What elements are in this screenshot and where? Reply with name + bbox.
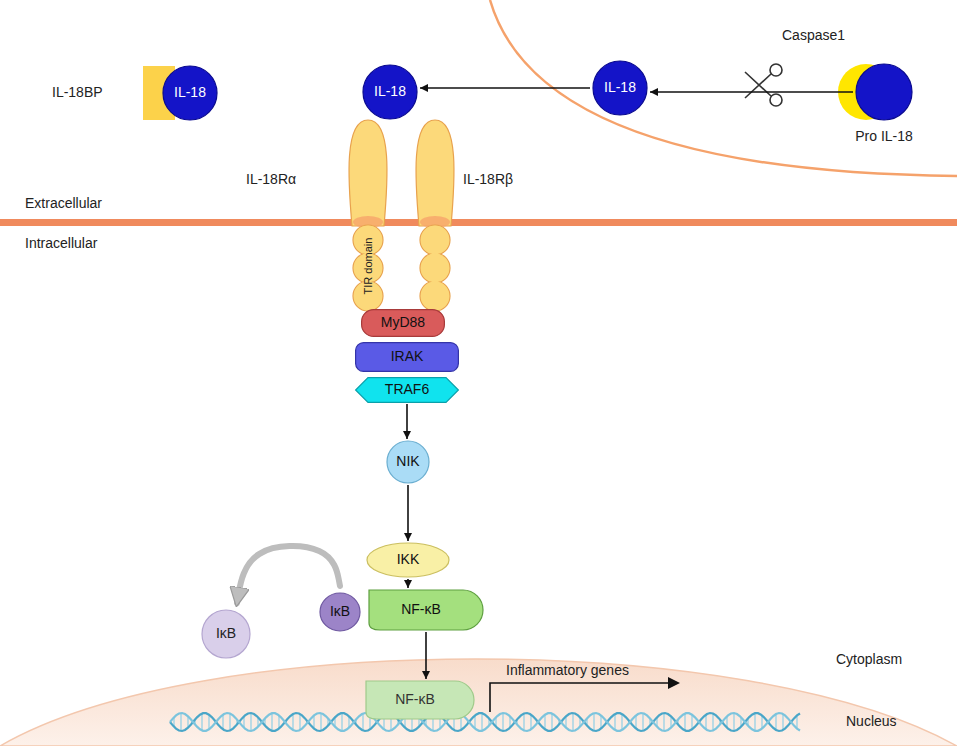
kinase-box: IRAK	[355, 342, 459, 372]
dna-rung	[271, 713, 272, 731]
dna-rung	[663, 713, 664, 731]
annotation-label: Intracellular	[25, 236, 97, 251]
dna-strand	[170, 713, 800, 731]
dna-rung	[712, 714, 713, 731]
precursor-circle: Pro IL-18	[855, 63, 913, 121]
transcription-factor: NF-κB	[365, 680, 475, 720]
dna-rung	[684, 714, 685, 731]
dna-rung	[691, 715, 692, 730]
signal-arrow	[407, 579, 409, 588]
receptor-chain: IL-18RαTIR domain	[346, 110, 390, 315]
node-label: TRAF6	[385, 382, 429, 397]
dna-rung	[320, 713, 321, 731]
annotation-label: Inflammatory genes	[506, 663, 629, 678]
dna-rung	[299, 714, 300, 730]
dna-rung	[481, 713, 482, 731]
node-label: MyD88	[381, 315, 425, 330]
signal-arrow	[425, 632, 427, 679]
node-label: IRAK	[391, 349, 424, 364]
domain-label: TIR domain	[362, 238, 374, 295]
dna-rung	[530, 715, 531, 730]
node-label: IL-18	[374, 84, 406, 99]
cytokine-circle: IL-18	[162, 65, 218, 121]
annotation-label: Caspase1	[782, 28, 845, 43]
dna-rung	[614, 714, 615, 730]
receptor-chain: IL-18Rβ	[413, 110, 457, 315]
cytokine-circle: IL-18	[362, 64, 418, 120]
dna-rung	[782, 714, 783, 730]
dna-rung	[222, 715, 223, 730]
dna-rung	[642, 713, 643, 731]
node-label: IL-18	[174, 85, 206, 100]
dna-rung	[551, 714, 552, 731]
dna-rung	[600, 715, 601, 728]
transcription-factor: NF-κB	[368, 589, 484, 631]
dna-rung	[250, 713, 251, 731]
inhibitor-circle: IκB	[201, 609, 251, 659]
outside-label: Pro IL-18	[845, 129, 923, 144]
hexagon-box: TRAF6	[355, 377, 459, 403]
signal-arrow	[420, 87, 590, 89]
signal-arrow	[237, 546, 340, 603]
dna-rung	[229, 714, 230, 731]
dna-rung	[705, 715, 706, 730]
dna-rung	[593, 713, 594, 731]
node-outline	[855, 63, 913, 121]
scissors-symbol	[745, 64, 782, 106]
dna-rung	[292, 714, 293, 730]
signal-arrow	[407, 485, 409, 541]
node-outline	[413, 110, 457, 315]
node-label: NIK	[396, 454, 419, 469]
transcription-arrow	[490, 683, 672, 712]
dna-rung	[621, 714, 622, 730]
node-label: NF-κB	[401, 602, 441, 617]
dna-rung	[341, 713, 342, 731]
inhibitor-circle: IκB	[319, 592, 361, 632]
cell-membrane	[0, 219, 957, 226]
outside-label: IL-18Rα	[246, 172, 296, 187]
cytokine-circle: IL-18	[592, 60, 648, 116]
cleaved-prodomain	[617, 22, 652, 65]
signal-arrow	[406, 404, 408, 439]
kinase-ellipse: IKK	[366, 542, 450, 578]
node-label: IκB	[216, 626, 236, 641]
dna-rung	[502, 713, 503, 731]
dna-rung	[572, 713, 573, 731]
kinase-circle: NIK	[386, 440, 430, 484]
annotation-label: Nucleus	[846, 714, 897, 729]
dna-rung	[775, 714, 776, 730]
annotation-label: IL-18BP	[52, 85, 103, 100]
signal-arrow	[650, 91, 853, 93]
node-label: IKK	[397, 552, 420, 567]
dna-rung	[544, 715, 545, 730]
node-label: NF-κB	[395, 692, 435, 707]
node-label: IκB	[330, 604, 350, 619]
dna-rung	[362, 714, 363, 731]
dna-rung	[201, 714, 202, 731]
dna-rung	[733, 713, 734, 731]
dna-rung	[180, 713, 181, 731]
dna-rung	[523, 714, 524, 731]
adaptor-box: MyD88	[361, 309, 445, 337]
node-label: IL-18	[604, 80, 636, 95]
outside-label: IL-18Rβ	[463, 172, 513, 187]
transcription-arrowhead	[668, 677, 680, 689]
dna-rung	[208, 715, 209, 730]
dna-rung	[635, 715, 636, 728]
dna-strand	[170, 713, 800, 731]
annotation-label: Cytoplasm	[836, 652, 902, 667]
nucleus-region	[0, 659, 957, 746]
dna-helix	[170, 713, 800, 731]
dna-rung	[754, 713, 755, 731]
annotation-label: Extracellular	[25, 196, 102, 211]
